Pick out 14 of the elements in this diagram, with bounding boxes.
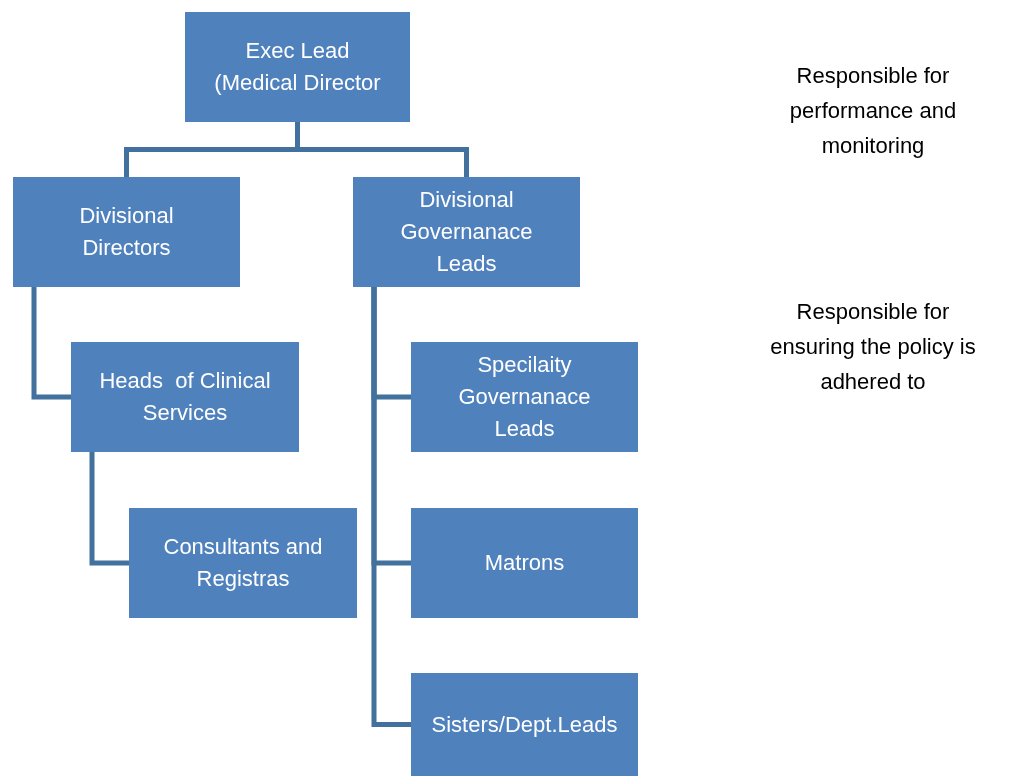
org-box: Specilaity Governanace Leads (411, 342, 638, 452)
connector-line (89, 452, 129, 566)
org-box: Sisters/Dept.Leads (411, 673, 638, 776)
org-box: Divisional Governanace Leads (353, 177, 580, 287)
org-box: Matrons (411, 508, 638, 618)
connector-line (371, 287, 411, 727)
connector-line (295, 122, 469, 177)
org-box: Exec Lead (Medical Director (185, 12, 410, 122)
org-box: Divisional Directors (13, 177, 240, 287)
org-box: Heads of Clinical Services (71, 342, 299, 452)
connector-line (31, 287, 71, 400)
note-text: Responsible for ensuring the policy is adhered to (769, 298, 977, 397)
note-text: Responsible for performance and monitoring (788, 62, 958, 161)
org-box: Consultants and Registras (129, 508, 357, 618)
